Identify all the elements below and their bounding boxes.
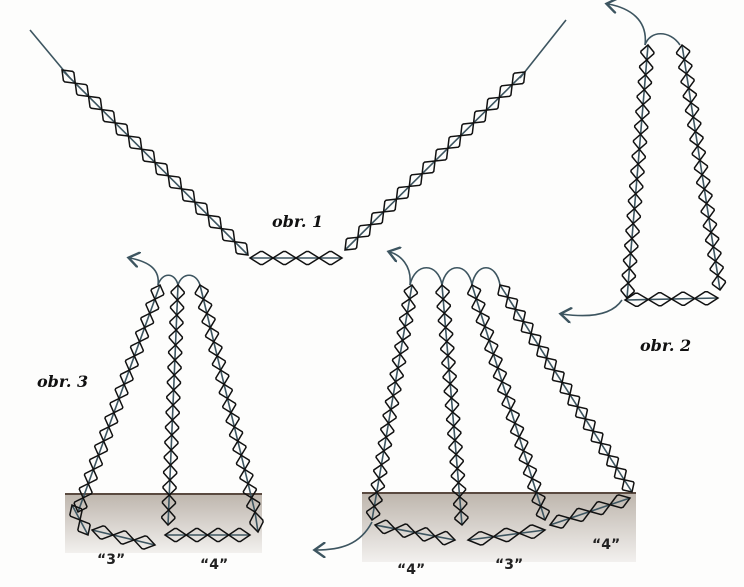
bicone-bead xyxy=(249,510,264,534)
count-label: “4” xyxy=(200,557,229,573)
thread-line xyxy=(467,529,546,541)
arrow-thread xyxy=(608,4,647,46)
thread-line xyxy=(157,274,179,286)
arrow-thread xyxy=(130,258,159,286)
bicone-bead xyxy=(454,509,469,527)
thread-line xyxy=(471,284,546,521)
bicone-bead xyxy=(77,518,91,537)
thread-line xyxy=(91,529,156,546)
arrow-thread xyxy=(316,521,373,550)
thread-line xyxy=(644,32,681,46)
figure-label-obr2: obr. 2 xyxy=(640,336,692,355)
bicone-bead xyxy=(621,478,635,493)
bicone-bead xyxy=(693,290,720,306)
thread-line xyxy=(626,44,649,299)
bicone-bead xyxy=(227,527,252,543)
thread-line xyxy=(471,267,501,286)
thread-line xyxy=(371,284,413,521)
bicone-bead xyxy=(161,508,176,527)
bicone-bead xyxy=(73,496,88,514)
base-surface-big xyxy=(362,492,636,562)
count-label: “4” xyxy=(397,562,426,578)
thread-line xyxy=(519,19,567,79)
bicone-bead xyxy=(511,71,526,86)
thread-line xyxy=(409,267,443,286)
bicone-bead xyxy=(608,494,632,509)
thread-line xyxy=(254,511,259,533)
bicone-bead xyxy=(517,524,547,540)
count-label: “3” xyxy=(495,557,524,573)
base-surface-fig3 xyxy=(65,493,262,553)
thread-line xyxy=(681,44,721,291)
count-label: “3” xyxy=(97,552,126,568)
bicone-bead xyxy=(132,535,157,550)
bicone-bead xyxy=(365,505,381,522)
figure-label-obr1: obr. 1 xyxy=(272,212,324,231)
thread-line xyxy=(177,274,201,286)
bicone-bead xyxy=(433,530,457,546)
thread-line xyxy=(441,284,463,526)
bicone-bead xyxy=(535,505,551,522)
bicone-bead xyxy=(675,43,691,61)
count-label: “4” xyxy=(592,537,621,553)
figure-label-obr3: obr. 3 xyxy=(37,372,89,391)
bicone-bead xyxy=(233,240,249,256)
thread-line xyxy=(441,267,473,286)
arrow-thread xyxy=(390,252,411,286)
arrow-thread xyxy=(562,299,623,316)
thread-line xyxy=(499,284,633,493)
bicone-bead xyxy=(317,250,344,266)
